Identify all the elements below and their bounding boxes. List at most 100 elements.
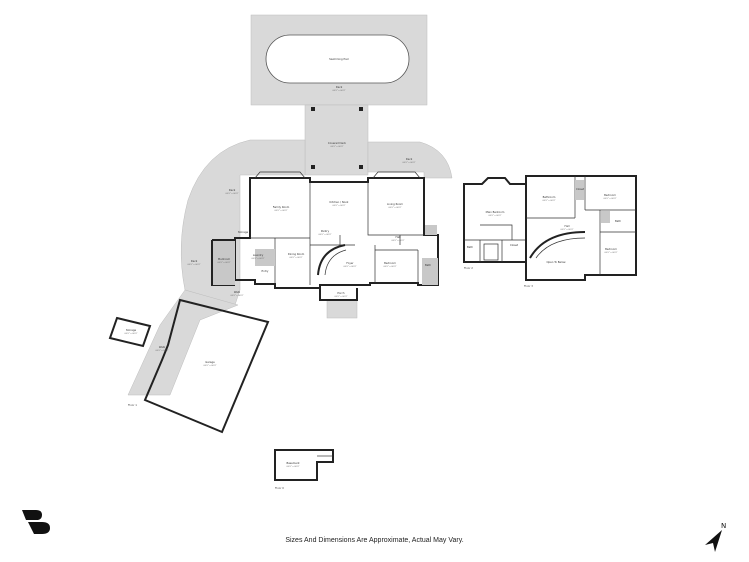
label-deck-left: Deck bbox=[229, 188, 236, 192]
label-closet-f3: Closet bbox=[576, 187, 584, 191]
curved-stair bbox=[317, 244, 346, 276]
label-porch: Porch bbox=[337, 291, 344, 295]
dim: 00'0" x 00'0" bbox=[560, 229, 573, 231]
label-covered-deck: Covered Deck bbox=[328, 141, 347, 145]
dim: 00'0" x 00'0" bbox=[225, 193, 238, 195]
porch bbox=[326, 299, 358, 319]
post bbox=[311, 107, 315, 111]
mudroom-fill bbox=[422, 258, 438, 285]
disclaimer-text: Sizes And Dimensions Are Approximate, Ac… bbox=[285, 537, 464, 544]
walk bbox=[127, 289, 239, 396]
dim: 00'0" x 00'0" bbox=[343, 266, 356, 268]
floor-2-stair bbox=[483, 243, 499, 261]
dim: 00'0" x 00'0" bbox=[604, 252, 617, 254]
label-deck-left2: Deck bbox=[191, 259, 198, 263]
dim: 00'0" x 00'0" bbox=[332, 90, 345, 92]
dim: 00'0" x 00'0" bbox=[388, 207, 401, 209]
floor-3-closet-fill bbox=[575, 180, 584, 200]
dim: 00'0" x 00'0" bbox=[603, 198, 616, 200]
label-kitchen: Kitchen / Nook bbox=[330, 200, 349, 204]
dim: 00'0" x 00'0" bbox=[334, 296, 347, 298]
dim: 00'0" x 00'0" bbox=[402, 162, 415, 164]
floor-2-walls bbox=[463, 177, 527, 263]
dim: 00'0" x 00'0" bbox=[286, 466, 299, 468]
label-hall-f3: Hall bbox=[565, 224, 570, 228]
basement-walls bbox=[274, 449, 334, 481]
floor-label-1: Floor 1 bbox=[128, 403, 137, 407]
dim: 00'0" x 00'0" bbox=[217, 262, 230, 264]
label-storage-garage: Storage bbox=[126, 328, 137, 332]
label-bath-f3: Bath bbox=[615, 219, 621, 223]
label-foyer: Foyer bbox=[346, 261, 354, 265]
label-bath-main: Bath bbox=[425, 263, 431, 267]
label-open-to-below: Open To Below bbox=[546, 260, 566, 264]
garage-storage-walls bbox=[108, 316, 152, 348]
dim: 00'0" x 00'0" bbox=[251, 258, 264, 260]
label-deck-right: Deck bbox=[406, 157, 413, 161]
room-labels: Swimming Pool Deck 00'0" x 00'0" Covered… bbox=[124, 57, 621, 468]
label-storage: Storage bbox=[238, 230, 249, 234]
dim: 00'0" x 00'0" bbox=[274, 210, 287, 212]
covered-deck bbox=[304, 104, 369, 176]
label-bedroom-f3a: Bedroom bbox=[604, 193, 616, 197]
label-bedroom-f3b: Bedroom bbox=[605, 247, 617, 251]
floor-0-basement bbox=[274, 449, 334, 481]
pool-deck-area bbox=[180, 14, 453, 306]
label-garage: Garage bbox=[205, 360, 215, 364]
floor-3-bath-fill bbox=[601, 211, 610, 223]
garage-walls bbox=[143, 298, 270, 434]
dim: 00'0" x 00'0" bbox=[383, 266, 396, 268]
label-closet-f2: Closet bbox=[510, 243, 518, 247]
floor-3-curved-stair bbox=[529, 231, 586, 259]
dim: 00'0" x 00'0" bbox=[230, 295, 243, 297]
dim: 00'0" x 00'0" bbox=[155, 350, 168, 352]
label-basement: Basement bbox=[286, 461, 299, 465]
brand-logo-icon bbox=[22, 510, 50, 534]
label-deck-top: Deck bbox=[336, 85, 343, 89]
swimming-pool bbox=[265, 34, 410, 84]
floor-label-0: Floor 0 bbox=[275, 486, 284, 490]
label-pantry: Pantry bbox=[321, 229, 330, 233]
deck-right bbox=[367, 141, 453, 179]
label-family-room: Family Room bbox=[273, 205, 290, 209]
dim: 00'0" x 00'0" bbox=[542, 200, 555, 202]
dim: 00'0" x 00'0" bbox=[488, 215, 501, 217]
dim: 00'0" x 00'0" bbox=[318, 234, 331, 236]
floor-3 bbox=[525, 175, 637, 281]
bay-window-family bbox=[254, 171, 306, 179]
floor-3-walls bbox=[525, 175, 637, 281]
closet-fill bbox=[425, 225, 437, 235]
label-mudroom: Mudroom bbox=[218, 257, 231, 261]
label-hall: Hall bbox=[396, 235, 401, 239]
floor-2-interior bbox=[464, 224, 526, 262]
post bbox=[359, 165, 363, 169]
floor-labels: Floor 1 Floor 2 Floor 3 Floor 0 bbox=[128, 266, 533, 490]
label-living-room: Living Room bbox=[387, 202, 403, 206]
floor-label-3: Floor 3 bbox=[524, 284, 533, 288]
floor-3-curved-stair-inner bbox=[535, 237, 586, 259]
floor-1-house bbox=[211, 171, 439, 319]
label-walk-garage: Walk bbox=[159, 345, 166, 349]
dim: 00'0" x 00'0" bbox=[391, 240, 404, 242]
dim: 00'0" x 00'0" bbox=[203, 365, 216, 367]
bay-window-living bbox=[372, 171, 421, 179]
label-swimming-pool: Swimming Pool bbox=[329, 57, 349, 61]
label-entry: Entry bbox=[262, 269, 269, 273]
entry-walls bbox=[319, 288, 358, 301]
garage-wing bbox=[108, 289, 270, 434]
laundry-fill bbox=[255, 249, 275, 266]
breezeway-fill bbox=[213, 241, 235, 285]
floor-2 bbox=[463, 177, 527, 263]
label-primary-bedroom: Main Bedroom bbox=[486, 210, 505, 214]
label-laundry: Laundry bbox=[253, 253, 264, 257]
label-bathroom-f3: Bathroom bbox=[543, 195, 556, 199]
dim: 00'0" x 00'0" bbox=[124, 333, 137, 335]
north-arrow-icon: N bbox=[705, 522, 726, 552]
label-dining-room: Dining Room bbox=[288, 252, 305, 256]
label-bedroom-main: Bedroom bbox=[384, 261, 396, 265]
compass-letter: N bbox=[721, 522, 726, 530]
label-bath-f2: Bath bbox=[467, 245, 473, 249]
post bbox=[359, 107, 363, 111]
dim: 00'0" x 00'0" bbox=[187, 264, 200, 266]
floor-label-2: Floor 2 bbox=[464, 266, 473, 270]
